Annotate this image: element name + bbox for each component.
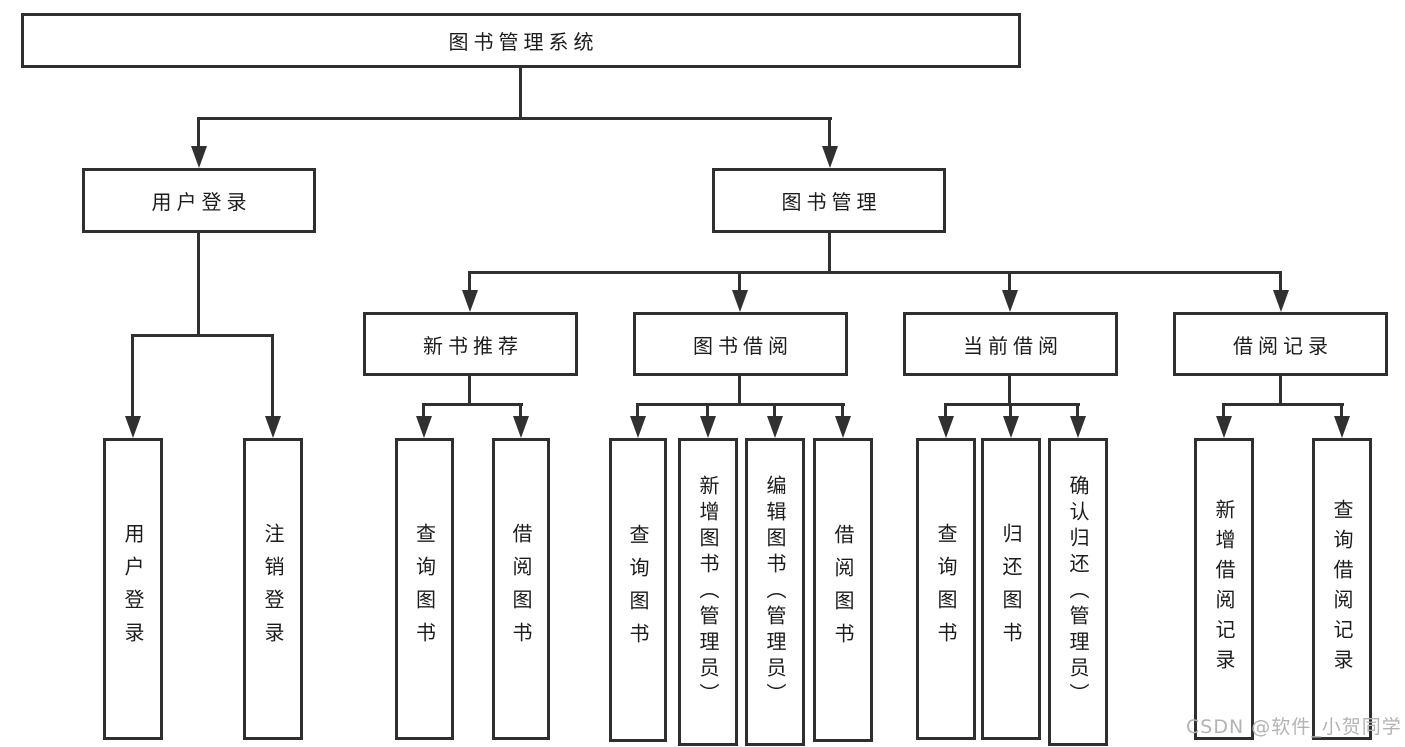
node-user-login: 用户登录 bbox=[82, 168, 316, 233]
connector-line bbox=[828, 233, 831, 273]
node-root-label: 图书管理系统 bbox=[448, 30, 599, 54]
connector-line bbox=[1076, 403, 1079, 421]
leaf-add-borrow-record: 新增借阅记录 bbox=[1194, 438, 1254, 740]
arrowhead-down-icon bbox=[125, 416, 141, 438]
arrowhead-down-icon bbox=[700, 416, 716, 438]
leaf-query-borrow-record: 查询借阅记录 bbox=[1312, 438, 1372, 740]
leaf-query-books: 查询图书 bbox=[916, 438, 976, 740]
connector-line bbox=[131, 334, 134, 420]
arrowhead-down-icon bbox=[732, 290, 748, 312]
connector-line bbox=[198, 117, 832, 120]
leaf-label: 新增图书（管理员） bbox=[696, 475, 720, 709]
arrowhead-down-icon bbox=[513, 416, 529, 438]
connector-line bbox=[1009, 403, 1012, 421]
node-book-management: 图书管理 bbox=[712, 168, 946, 233]
connector-line bbox=[828, 117, 831, 150]
connector-line bbox=[271, 334, 274, 420]
leaf-label: 编辑图书（管理员） bbox=[763, 475, 787, 709]
arrowhead-down-icon bbox=[462, 290, 478, 312]
connector-line bbox=[422, 403, 523, 406]
leaf-borrow-books: 借阅图书 bbox=[813, 438, 873, 742]
connector-line bbox=[519, 67, 522, 118]
node-book-borrow: 图书借阅 bbox=[633, 312, 848, 376]
arrowhead-down-icon bbox=[416, 416, 432, 438]
leaf-borrow-books: 借阅图书 bbox=[492, 438, 550, 740]
arrowhead-down-icon bbox=[630, 416, 646, 438]
arrowhead-down-icon bbox=[1273, 290, 1289, 312]
connector-line bbox=[738, 271, 741, 294]
leaf-query-books: 查询图书 bbox=[609, 438, 667, 742]
leaf-user-login: 用户登录 bbox=[103, 438, 163, 740]
connector-line bbox=[1222, 403, 1225, 421]
leaf-label: 归还图书 bbox=[999, 523, 1023, 655]
arrowhead-down-icon bbox=[822, 146, 838, 168]
connector-line bbox=[773, 403, 776, 421]
connector-line bbox=[197, 117, 200, 150]
node-borrow-records: 借阅记录 bbox=[1173, 312, 1388, 376]
leaf-label: 借阅图书 bbox=[509, 523, 533, 655]
leaf-edit-books-admin: 编辑图书（管理员） bbox=[745, 438, 805, 746]
node-label: 新书推荐 bbox=[423, 333, 523, 358]
connector-line bbox=[519, 403, 522, 421]
connector-line bbox=[636, 403, 845, 406]
connector-line bbox=[1008, 376, 1011, 406]
connector-line bbox=[738, 376, 741, 406]
connector-line bbox=[1008, 271, 1011, 294]
arrowhead-down-icon bbox=[191, 146, 207, 168]
leaf-label: 注销登录 bbox=[261, 523, 285, 655]
connector-line bbox=[1279, 376, 1282, 406]
connector-line bbox=[944, 403, 1080, 406]
arrowhead-down-icon bbox=[1334, 416, 1350, 438]
leaf-label: 查询图书 bbox=[412, 523, 437, 655]
node-new-book-recommend: 新书推荐 bbox=[363, 312, 578, 376]
leaf-add-books-admin: 新增图书（管理员） bbox=[678, 438, 738, 746]
arrowhead-down-icon bbox=[938, 416, 954, 438]
arrowhead-down-icon bbox=[835, 416, 851, 438]
csdn-watermark: CSDN @软件_小贺同学 bbox=[1186, 716, 1402, 738]
connector-line bbox=[131, 334, 273, 337]
connector-line bbox=[706, 403, 709, 421]
connector-line bbox=[1222, 403, 1344, 406]
arrowhead-down-icon bbox=[265, 416, 281, 438]
leaf-label: 用户登录 bbox=[121, 523, 145, 655]
node-label: 用户登录 bbox=[151, 190, 252, 214]
leaf-label: 新增借阅记录 bbox=[1212, 499, 1236, 679]
connector-line bbox=[944, 403, 947, 421]
leaf-query-books: 查询图书 bbox=[395, 438, 454, 740]
connector-line bbox=[1279, 271, 1282, 294]
connector-line bbox=[841, 403, 844, 421]
connector-line bbox=[636, 403, 639, 421]
node-label: 图书管理 bbox=[781, 190, 882, 214]
leaf-label: 查询借阅记录 bbox=[1330, 499, 1354, 679]
connector-line bbox=[468, 376, 471, 406]
node-current-borrow: 当前借阅 bbox=[903, 312, 1118, 376]
connector-line bbox=[1340, 403, 1343, 421]
leaf-confirm-return-admin: 确认归还（管理员） bbox=[1048, 438, 1108, 746]
node-label: 借阅记录 bbox=[1233, 333, 1333, 358]
arrowhead-down-icon bbox=[1003, 416, 1019, 438]
connector-line bbox=[468, 271, 1282, 274]
arrowhead-down-icon bbox=[1002, 290, 1018, 312]
connector-line bbox=[422, 403, 425, 421]
connector-line bbox=[197, 233, 200, 336]
node-root: 图书管理系统 bbox=[21, 13, 1021, 68]
arrowhead-down-icon bbox=[767, 416, 783, 438]
leaf-logout: 注销登录 bbox=[243, 438, 303, 740]
arrowhead-down-icon bbox=[1216, 416, 1232, 438]
leaf-label: 查询图书 bbox=[934, 523, 958, 655]
arrowhead-down-icon bbox=[1070, 416, 1086, 438]
leaf-label: 确认归还（管理员） bbox=[1066, 475, 1090, 709]
leaf-label: 查询图书 bbox=[626, 524, 650, 656]
leaf-label: 借阅图书 bbox=[831, 524, 855, 656]
node-label: 当前借阅 bbox=[963, 333, 1063, 358]
connector-line bbox=[468, 271, 471, 294]
leaf-return-books: 归还图书 bbox=[981, 438, 1041, 740]
node-label: 图书借阅 bbox=[693, 333, 793, 358]
